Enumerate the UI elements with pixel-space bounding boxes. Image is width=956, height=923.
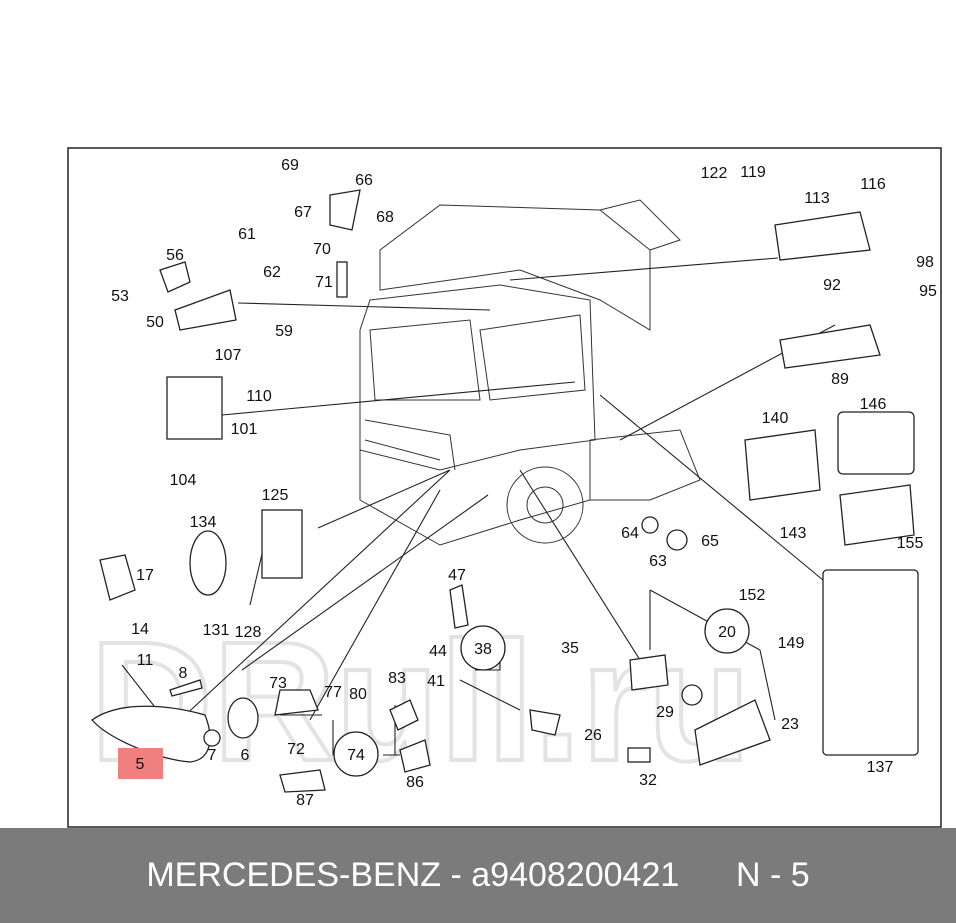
callout-59[interactable]: 59: [275, 323, 293, 340]
callout-92[interactable]: 92: [823, 277, 841, 294]
watermark: DRull.ru: [90, 607, 751, 797]
callout-86[interactable]: 86: [406, 774, 424, 791]
callout-89[interactable]: 89: [831, 371, 849, 388]
callout-6[interactable]: 6: [241, 747, 250, 764]
callout-98[interactable]: 98: [916, 254, 934, 271]
part-number: a9408200421: [471, 856, 680, 894]
callout-77[interactable]: 77: [324, 684, 342, 701]
callout-38: 38: [474, 641, 492, 658]
callout-149[interactable]: 149: [778, 635, 805, 652]
footer-bar: MERCEDES-BENZ - a9408200421 N - 5: [0, 828, 956, 923]
separator: -: [441, 856, 472, 894]
callout-61[interactable]: 61: [238, 226, 256, 243]
callout-50[interactable]: 50: [146, 314, 164, 331]
callout-131[interactable]: 131: [203, 622, 230, 639]
callout-17[interactable]: 17: [136, 567, 154, 584]
callout-83[interactable]: 83: [388, 670, 406, 687]
callout-62[interactable]: 62: [263, 264, 281, 281]
brand: MERCEDES-BENZ: [146, 856, 442, 894]
callout-137[interactable]: 137: [867, 759, 894, 776]
callout-66[interactable]: 66: [355, 172, 373, 189]
callout-152[interactable]: 152: [739, 587, 766, 604]
callout-23[interactable]: 23: [781, 716, 799, 733]
callout-110[interactable]: 110: [246, 388, 272, 405]
callout-63[interactable]: 63: [649, 553, 667, 570]
callout-155[interactable]: 155: [897, 535, 924, 552]
callout-29[interactable]: 29: [656, 704, 674, 721]
callout-95[interactable]: 95: [919, 283, 937, 300]
callout-80[interactable]: 80: [349, 686, 367, 703]
callout-122[interactable]: 122: [701, 165, 728, 182]
callout-73[interactable]: 73: [269, 675, 287, 692]
callout-71[interactable]: 71: [315, 274, 333, 291]
callout-119[interactable]: 119: [740, 164, 766, 181]
callout-104[interactable]: 104: [170, 472, 197, 489]
callout-65[interactable]: 65: [701, 533, 719, 550]
spacer: [679, 856, 736, 895]
callout-64[interactable]: 64: [621, 525, 639, 542]
callout-101[interactable]: 101: [231, 421, 258, 438]
callout-56[interactable]: 56: [166, 247, 184, 264]
callout-32[interactable]: 32: [639, 772, 657, 789]
callout-47[interactable]: 47: [448, 567, 466, 584]
circled-callouts: 38 74 20: [333, 608, 750, 777]
callout-70[interactable]: 70: [313, 241, 331, 258]
highlight-box-part-5: [118, 748, 163, 779]
callout-20: 20: [718, 624, 736, 641]
callout-140[interactable]: 140: [762, 410, 789, 427]
callout-128[interactable]: 128: [235, 624, 262, 641]
callout-69[interactable]: 69: [281, 157, 299, 174]
callout-74: 74: [347, 747, 365, 764]
callout-113[interactable]: 113: [804, 190, 830, 207]
callout-41[interactable]: 41: [427, 673, 445, 690]
callout-44[interactable]: 44: [429, 643, 447, 660]
callout-8[interactable]: 8: [179, 665, 188, 682]
callout-53[interactable]: 53: [111, 288, 129, 305]
callout-68[interactable]: 68: [376, 209, 394, 226]
callout-146[interactable]: 146: [860, 396, 887, 413]
callout-26[interactable]: 26: [584, 727, 602, 744]
callout-87[interactable]: 87: [296, 792, 314, 809]
callout-35[interactable]: 35: [561, 640, 579, 657]
callout-67[interactable]: 67: [294, 204, 312, 221]
callout-134[interactable]: 134: [190, 514, 217, 531]
truck-cab-illustration: [359, 199, 701, 546]
callout-5-highlighted[interactable]: 5: [136, 756, 145, 773]
parts: [91, 189, 919, 793]
callout-107[interactable]: 107: [215, 347, 242, 364]
callout-11[interactable]: 11: [137, 652, 154, 669]
parts-diagram: DRull.ru: [67, 147, 942, 828]
callout-7[interactable]: 7: [208, 747, 217, 764]
diagram-frame: [67, 147, 942, 828]
callout-14[interactable]: 14: [131, 621, 149, 638]
callout-125[interactable]: 125: [262, 487, 289, 504]
diagram-position: N - 5: [735, 856, 810, 894]
callout-72[interactable]: 72: [287, 741, 305, 758]
callout-143[interactable]: 143: [780, 525, 807, 542]
callout-116[interactable]: 116: [860, 176, 886, 193]
